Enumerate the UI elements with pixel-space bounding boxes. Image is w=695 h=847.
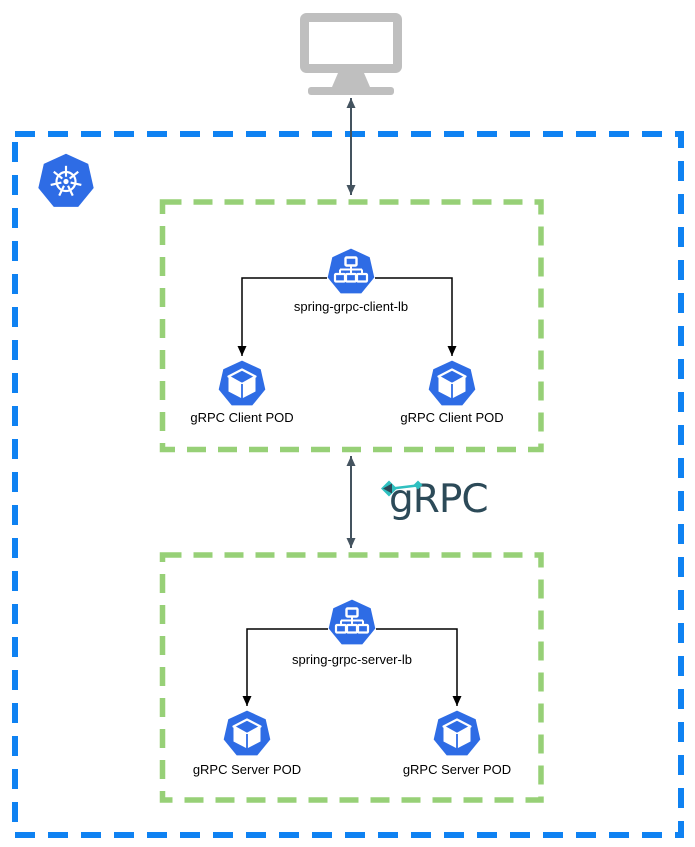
client-lb-label: spring-grpc-client-lb [293, 299, 409, 314]
pod-cube-icon [433, 710, 481, 756]
server-pod-left-label: gRPC Server POD [192, 762, 302, 777]
client-pod-left-label: gRPC Client POD [190, 410, 294, 425]
monitor-icon [300, 13, 402, 95]
server-pod-right-label: gRPC Server POD [402, 762, 512, 777]
server-lb-label: spring-grpc-server-lb [292, 652, 412, 667]
service-lb-icon [328, 599, 376, 645]
pod-cube-icon [223, 710, 271, 756]
grpc-logo: gRPC [389, 477, 489, 522]
connector-clientlb-right-pod [375, 277, 457, 356]
client-pod-right-label: gRPC Client POD [400, 410, 504, 425]
connector-clientlb-left-pod [237, 277, 327, 356]
kubernetes-logo-icon [38, 153, 94, 207]
pod-cube-icon [428, 360, 476, 406]
service-lb-icon [327, 248, 375, 294]
grpc-logo-arrow-icon [381, 480, 423, 497]
pod-cube-icon [218, 360, 266, 406]
kubernetes-cluster-border [12, 131, 684, 838]
